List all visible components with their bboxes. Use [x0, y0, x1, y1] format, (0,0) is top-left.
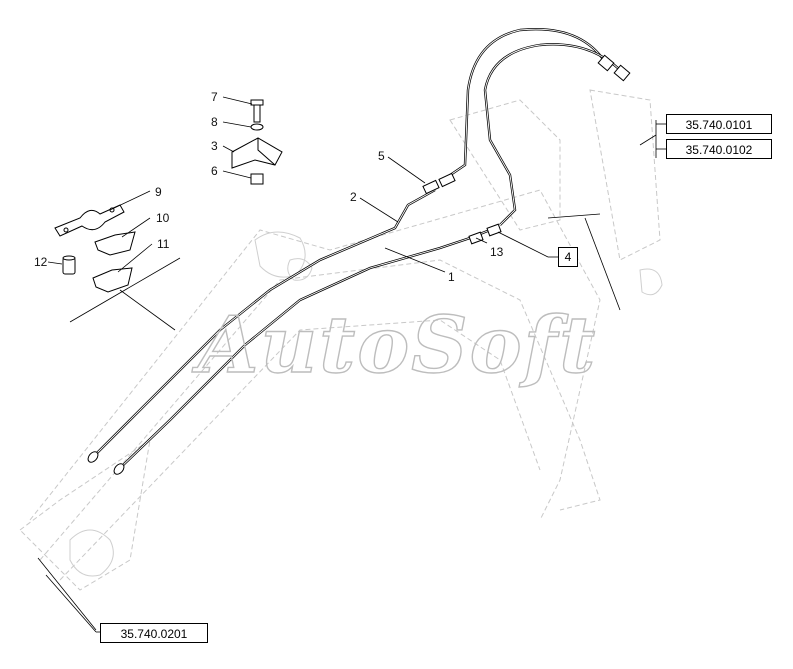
clamp-11	[92, 267, 133, 293]
bolt-7	[250, 99, 264, 123]
leader-lines-bottom	[37, 557, 100, 633]
callout-4: 4	[564, 250, 572, 264]
callout-6: 6	[211, 164, 218, 178]
clamp-9	[54, 204, 125, 237]
callout-1: 1	[448, 270, 455, 284]
callout-12: 12	[34, 255, 48, 269]
hydraulic-hoses	[87, 28, 631, 475]
washer-8	[250, 123, 264, 131]
ref-label: 35.740.0201	[120, 627, 188, 641]
callout-13: 13	[490, 245, 504, 259]
callout-9: 9	[155, 185, 162, 199]
callout-5: 5	[378, 149, 385, 163]
callout-10: 10	[156, 211, 170, 225]
boom-ghost-outline	[19, 89, 663, 591]
ref-link-35-740-0102[interactable]: 35.740.0102	[666, 139, 772, 159]
bracket-3	[231, 137, 283, 169]
nut-6	[250, 173, 264, 185]
callout-8: 8	[211, 115, 218, 129]
watermark-text: AutoSoft	[191, 300, 597, 391]
ref-link-35-740-0101[interactable]: 35.740.0101	[666, 114, 772, 134]
ref-link-35-740-0201[interactable]: 35.740.0201	[100, 623, 208, 643]
callout-11: 11	[157, 237, 170, 251]
callout-3: 3	[211, 139, 218, 153]
ref-label: 35.740.0101	[685, 118, 753, 132]
callout-7: 7	[211, 90, 218, 104]
leader-lines-parts	[47, 96, 666, 331]
ref-label: 35.740.0102	[685, 143, 753, 157]
callout-2: 2	[350, 190, 357, 204]
callout-4-box[interactable]: 4	[558, 247, 578, 267]
clamp-10	[94, 231, 136, 256]
spacer-12	[62, 255, 76, 275]
